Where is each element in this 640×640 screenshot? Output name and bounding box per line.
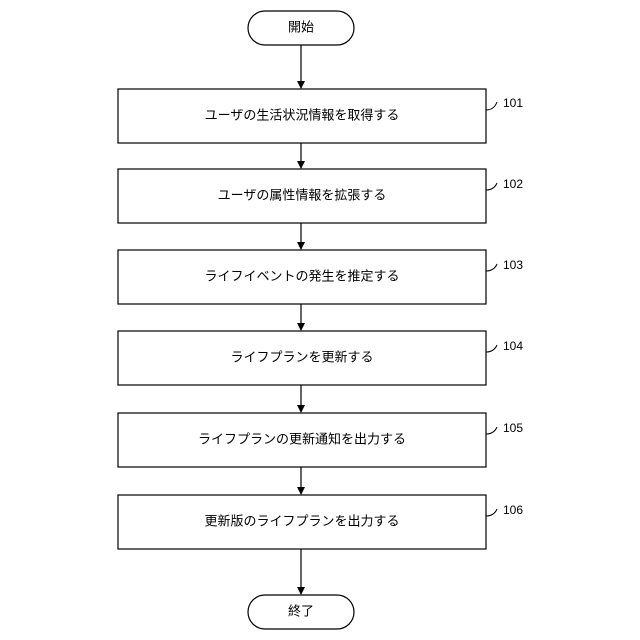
ref-leader-105 (486, 427, 497, 434)
ref-leader-104 (486, 345, 497, 352)
step-label-101: ユーザの生活状況情報を取得する (205, 108, 400, 124)
start-label: 開始 (288, 21, 314, 36)
ref-number-105: 105 (503, 421, 523, 435)
ref-number-104: 104 (503, 339, 523, 353)
ref-leader-101 (486, 102, 497, 110)
ref-number-103: 103 (503, 258, 523, 272)
ref-number-101: 101 (503, 96, 523, 110)
end-label: 終了 (288, 604, 314, 620)
step-label-104: ライフプランを更新する (230, 350, 373, 366)
ref-number-106: 106 (503, 503, 523, 517)
step-label-103: ライフイベントの発生を推定する (204, 270, 399, 285)
step-label-102: ユーザの属性情報を拡張する (218, 189, 387, 204)
step-label-105: ライフプランの更新通知を出力する (198, 432, 406, 448)
ref-leader-102 (486, 183, 497, 190)
ref-leader-106 (486, 509, 497, 516)
ref-number-102: 102 (503, 177, 523, 191)
step-label-106: 更新版のライフプランを出力する (204, 514, 399, 530)
ref-leader-103 (486, 264, 497, 271)
